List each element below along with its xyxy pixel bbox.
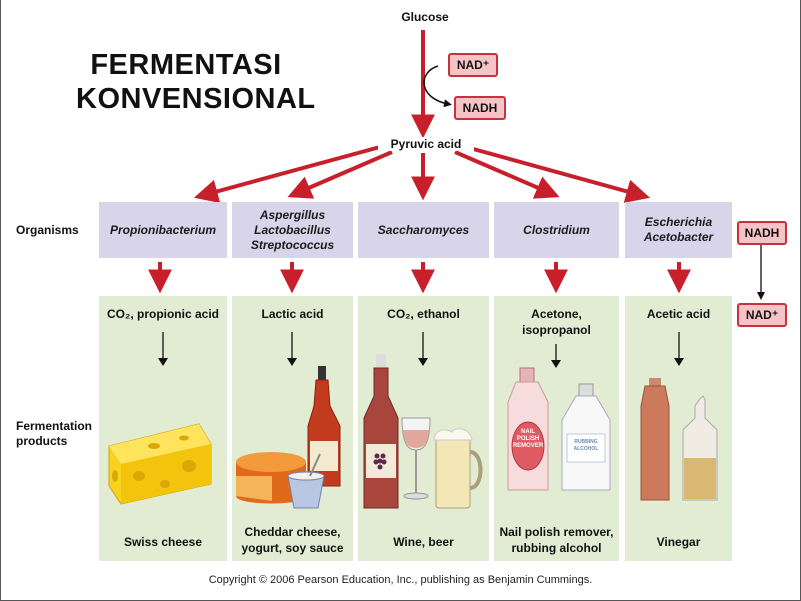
organism-box-2: Aspergillus Lactobacillus Streptococcus xyxy=(232,202,353,258)
final-product-line: rubbing alcohol xyxy=(511,541,602,555)
organism-name: Saccharomyces xyxy=(377,222,470,237)
chemical-product: Acetic acid xyxy=(646,307,711,321)
organism-box-1: Propionibacterium xyxy=(99,202,227,258)
final-product: Cheddar cheese, yogurt, soy sauce xyxy=(232,524,353,556)
chemical-product-line: isopropanol xyxy=(522,323,591,337)
chemical-product: Acetone, isopropanol xyxy=(494,306,619,338)
cheddar-yogurt-soy-illustration xyxy=(236,332,341,509)
organism-name: Propionibacterium xyxy=(109,222,216,237)
fermentation-products-line-1: Fermentation xyxy=(16,419,93,433)
final-product: Swiss cheese xyxy=(123,535,203,549)
fermentation-products-row-label: Fermentation products xyxy=(16,419,92,449)
final-product-line: yogurt, soy sauce xyxy=(241,541,344,555)
organism-box-3: Saccharomyces xyxy=(358,202,489,258)
bottle-label-line: NAIL xyxy=(521,429,535,435)
final-product-line: Nail polish remover, xyxy=(499,525,614,539)
rubbing-alcohol-bottle xyxy=(561,383,611,491)
nad-plus-badge: NAD⁺ xyxy=(448,53,498,77)
final-product: Vinegar xyxy=(656,535,701,549)
right-nad-plus-badge: NAD⁺ xyxy=(737,303,787,327)
slide-title: FERMENTASI KONVENSIONAL xyxy=(76,48,316,116)
organism-name: Aspergillus xyxy=(259,207,326,222)
product-box-4: Acetone, isopropanol NAIL POLISH REMOVER… xyxy=(494,296,619,561)
organism-box-4: Clostridium xyxy=(494,202,619,258)
title-line-1: FERMENTASI xyxy=(90,49,282,81)
branch-arrow-2 xyxy=(287,150,393,199)
organism-name: Acetobacter xyxy=(643,230,714,244)
branch-arrow-4 xyxy=(454,150,560,199)
copyright-notice: Copyright © 2006 Pearson Education, Inc.… xyxy=(208,574,593,586)
fermentation-products-line-2: products xyxy=(16,434,68,448)
chemical-product: CO₂, ethanol xyxy=(387,307,460,321)
glucose-label: Glucose xyxy=(401,10,449,24)
nadh-badge: NADH xyxy=(454,96,506,120)
product-box-3: CO₂, ethanol Wine, beer xyxy=(358,296,489,561)
final-product: Wine, beer xyxy=(393,535,454,549)
chemical-product: CO₂, propionic acid xyxy=(106,307,219,321)
bottle-label-line: POLISH xyxy=(516,436,540,442)
nad-reduction-arrow xyxy=(423,65,452,108)
title-line-2: KONVENSIONAL xyxy=(76,83,316,115)
organism-name: Escherichia xyxy=(644,215,713,229)
bottle-label-line: REMOVER xyxy=(512,443,544,449)
organism-box-5: Escherichia Acetobacter xyxy=(625,202,732,258)
product-box-5: Acetic acid Vinegar xyxy=(625,296,732,561)
nail-polish-rubbing-alcohol-illustration xyxy=(507,344,561,491)
organisms-row-label: Organisms xyxy=(16,223,79,237)
final-product-line: Cheddar cheese, xyxy=(244,525,341,539)
right-nadh-badge: NADH xyxy=(737,221,787,245)
product-box-2: Lactic acid Cheddar cheese, yogurt, soy … xyxy=(232,296,353,561)
swiss-cheese-illustration xyxy=(108,332,212,505)
wine-beer-illustration xyxy=(363,332,483,509)
chemical-product: Lactic acid xyxy=(261,307,324,321)
final-product: Nail polish remover, rubbing alcohol xyxy=(494,524,619,556)
product-box-1: CO₂, propionic acid Swiss cheese xyxy=(99,296,227,561)
organism-name: Clostridium xyxy=(523,222,590,237)
pyruvic-acid-label: Pyruvic acid xyxy=(378,137,474,151)
rubbing-alcohol-label: RUBBING ALCOHOL xyxy=(567,439,605,453)
branch-arrow-1 xyxy=(193,145,381,203)
nail-polish-label: NAIL POLISH REMOVER xyxy=(506,429,550,450)
bottle-label-line: ALCOHOL xyxy=(573,446,599,452)
chemical-product-line: Acetone, xyxy=(531,307,582,321)
branch-arrow-5 xyxy=(465,145,651,203)
bottle-label-line: RUBBING xyxy=(574,439,598,445)
vinegar-illustration xyxy=(640,332,718,501)
organism-name: Streptococcus xyxy=(250,237,335,252)
organism-name: Lactobacillus xyxy=(254,222,331,237)
